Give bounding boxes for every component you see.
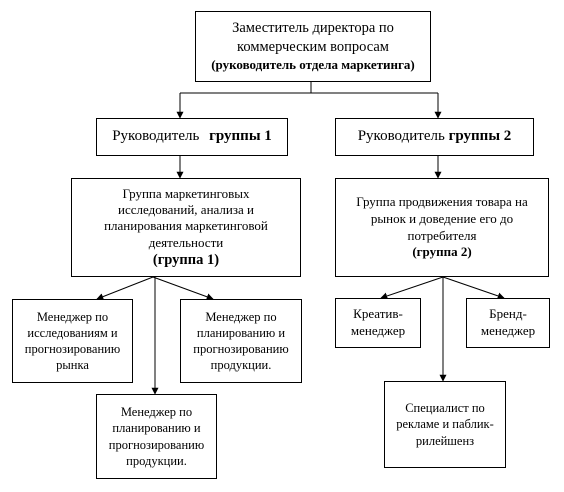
creative-line: Креатив-	[353, 306, 403, 322]
box-brand-manager: Бренд- менеджер	[466, 298, 550, 348]
mgr-research-line: прогнозированию	[24, 342, 121, 356]
mgr-research-line: исследованиям и	[27, 325, 118, 340]
group1-line: исследований, анализа и	[118, 202, 254, 218]
box-pr-specialist: Специалист по рекламе и паблик- рилейшен…	[384, 381, 506, 468]
head2-normal: Руководитель	[357, 128, 449, 145]
mgr-research-line: Менеджер по	[36, 309, 109, 324]
mgr-planning-bottom-line: продукции.	[126, 453, 187, 468]
group2-line: рынок и доведение его до	[370, 210, 514, 226]
group1-line: деятельности	[148, 234, 224, 250]
brand-line: Бренд-	[489, 306, 527, 322]
mgr-planning-bottom-line: планированию и	[112, 421, 201, 436]
box-group2: Группа продвижения товара на рынок и дов…	[335, 178, 549, 277]
group1-tag: (группа 1)	[152, 251, 220, 268]
pr-line: рекламе и паблик-	[396, 417, 494, 432]
box-head-group1: Руководитель группы 1	[96, 118, 288, 156]
group2-tag: (группа 2)	[412, 244, 472, 260]
box-head-group2: Руководитель группы 2	[335, 118, 534, 156]
creative-line: менеджер	[350, 323, 406, 338]
head1-normal: Руководитель	[112, 128, 204, 145]
group2-line: Группа продвижения товара на	[356, 193, 528, 209]
mgr-planning-bottom-line: прогнозированию	[108, 437, 205, 452]
pr-line: рилейшенз	[415, 433, 475, 448]
deputy-director-line1: Заместитель директора по	[232, 20, 394, 37]
head2-bold: группы 2	[448, 128, 512, 145]
box-mgr-planning-bottom: Менеджер по планированию и прогнозирован…	[96, 394, 217, 479]
group2-line: потребителя	[407, 227, 477, 243]
box-deputy-director: Заместитель директора по коммерческим во…	[195, 11, 431, 82]
arrow-to-mgr-planning-right	[152, 276, 214, 301]
deputy-director-line2: коммерческим вопросам	[237, 39, 389, 56]
box-creative-manager: Креатив- менеджер	[335, 298, 421, 348]
mgr-planning-right-line: Менеджер по	[205, 309, 277, 324]
mgr-planning-bottom-line: Менеджер по	[120, 405, 193, 419]
mgr-research-line: рынка	[56, 358, 89, 373]
deputy-director-line3: (руководитель отдела маркетинга)	[211, 56, 415, 72]
head1-bold: группы 1	[209, 128, 272, 145]
arrow-to-mgr-research	[96, 276, 154, 300]
group1-line: Группа маркетинговых	[122, 185, 250, 201]
group1-line: планирования маркетинговой	[104, 218, 268, 234]
mgr-planning-right-line: прогнозированию	[193, 342, 289, 356]
box-mgr-planning-right: Менеджер по планированию и прогнозирован…	[180, 299, 302, 383]
arrow-to-creative	[380, 276, 444, 300]
brand-line: менеджер	[480, 323, 536, 338]
arrow-to-brand	[442, 276, 505, 300]
mgr-planning-right-line: продукции.	[210, 358, 272, 373]
pr-line: Специалист по	[405, 401, 485, 416]
box-group1: Группа маркетинговых исследований, анали…	[71, 178, 301, 277]
box-mgr-research: Менеджер по исследованиям и прогнозирова…	[12, 299, 133, 383]
mgr-planning-right-line: планированию и	[196, 325, 286, 340]
